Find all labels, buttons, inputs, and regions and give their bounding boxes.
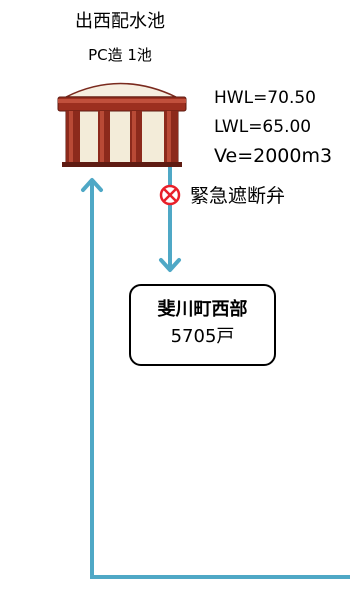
district-households: 5705戸 — [170, 326, 235, 347]
reservoir-name: 出西配水池 — [75, 11, 165, 32]
lwl-label: LWL=65.00 — [214, 117, 312, 137]
inflow-pipe — [81, 178, 350, 579]
shutoff-valve-icon — [159, 184, 181, 206]
volume-label: Ve=2000m3 — [214, 145, 333, 167]
reservoir-tank-icon — [57, 82, 187, 167]
valve-label: 緊急遮断弁 — [190, 185, 286, 207]
district-name: 斐川町西部 — [157, 299, 248, 320]
reservoir-structure: PC造 1池 — [88, 46, 152, 64]
outflow-pipe — [159, 167, 181, 272]
hwl-label: HWL=70.50 — [214, 88, 316, 108]
district-box: 斐川町西部 5705戸 — [129, 284, 276, 366]
